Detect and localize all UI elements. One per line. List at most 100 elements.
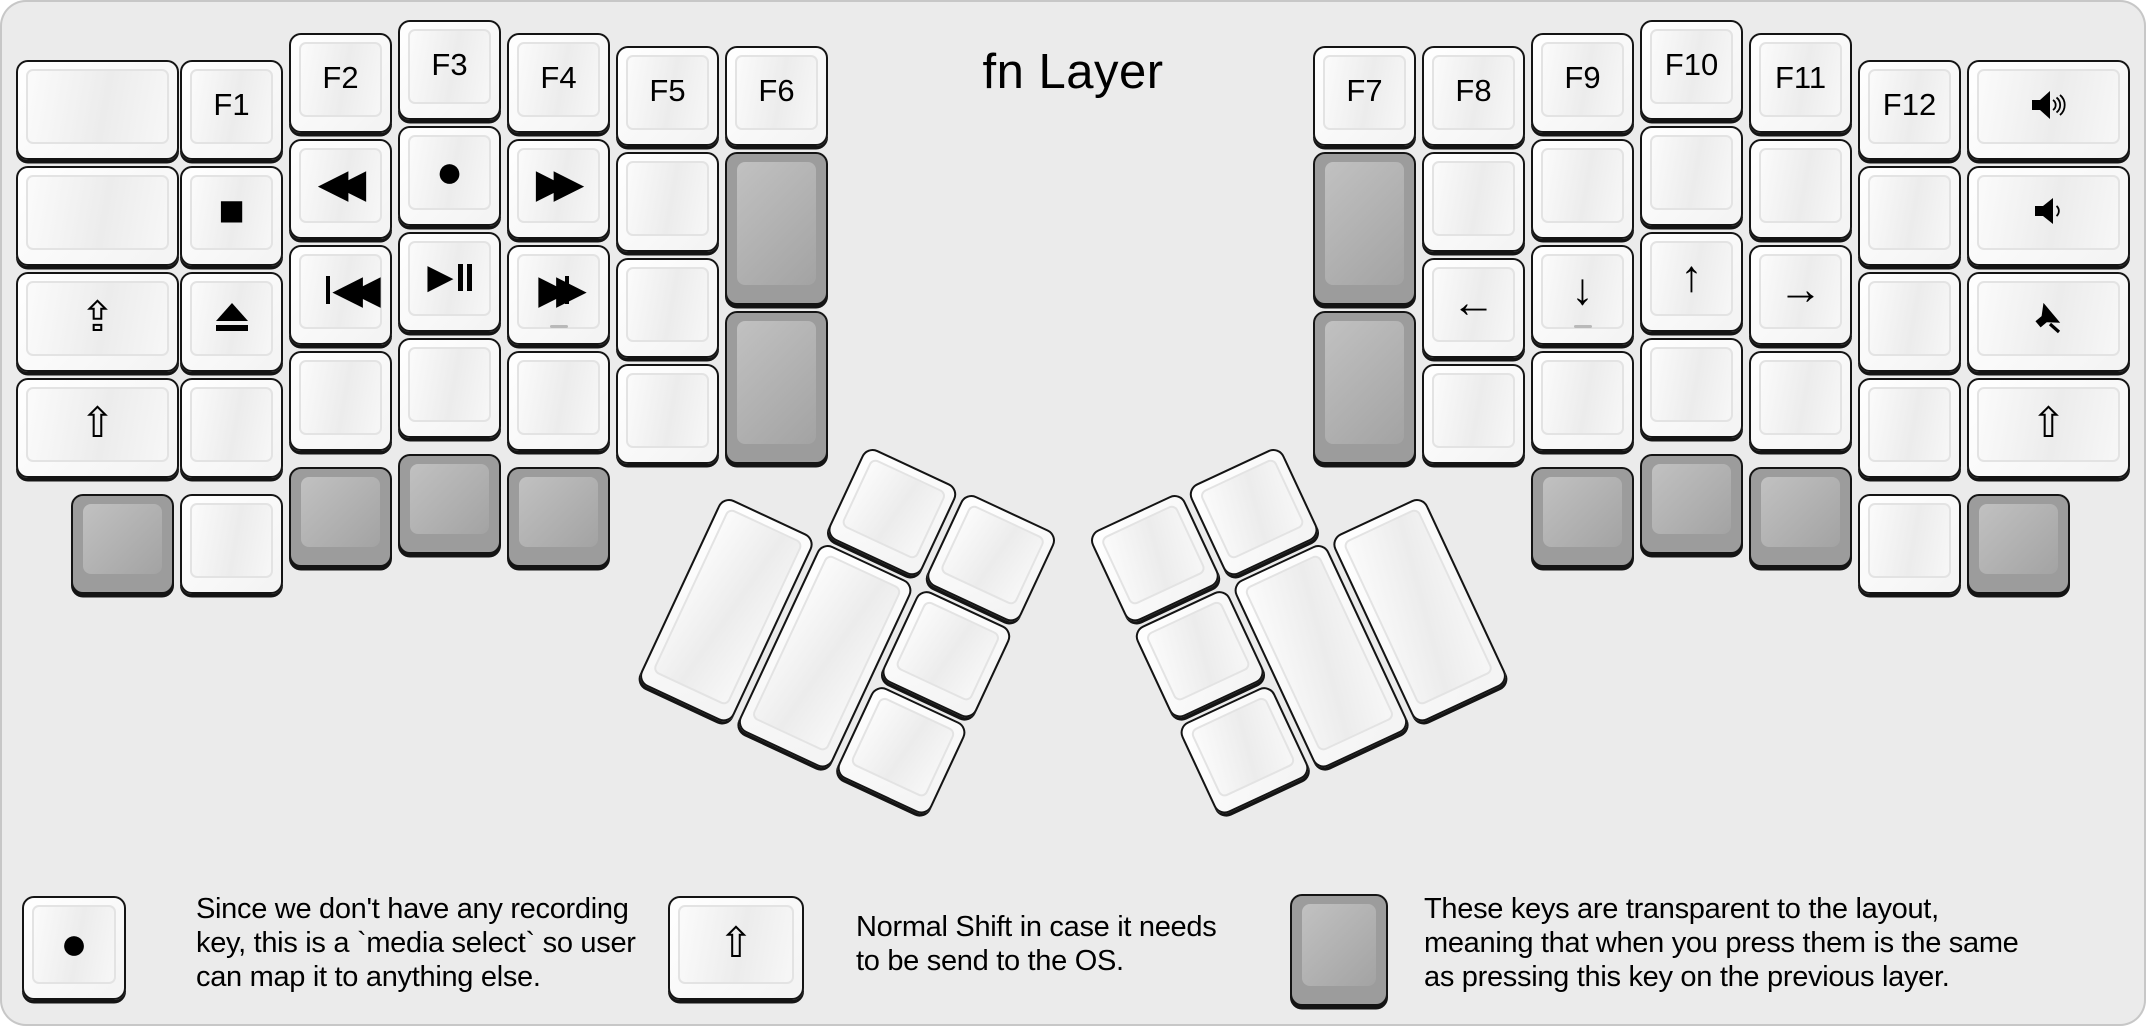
key-skip-back[interactable]: ◀◀: [289, 245, 392, 345]
key-play-pause[interactable]: ▶: [398, 232, 501, 332]
key-left-c1-r3[interactable]: [180, 378, 283, 478]
volume-down-icon: [2030, 195, 2068, 227]
shift-icon: ⇧: [718, 919, 754, 966]
key-f10-label: F10: [1664, 47, 1719, 82]
skip-forward-icon: ▶▶: [538, 268, 586, 312]
arrow-down-icon: ↓: [1571, 265, 1594, 314]
key-left-bottom-1[interactable]: [71, 494, 174, 594]
key-left-c5-r3[interactable]: [616, 364, 719, 464]
key-f4-label: F4: [540, 60, 577, 95]
skip-back-icon: ◀◀: [326, 270, 381, 310]
key-left-c5-r2[interactable]: [616, 258, 719, 358]
key-f6[interactable]: F6: [725, 46, 828, 146]
key-right-shift[interactable]: ⇧: [1967, 378, 2130, 478]
key-left-outer-r1[interactable]: [16, 60, 179, 160]
key-left-bottom-2[interactable]: [180, 494, 283, 594]
key-fast-forward[interactable]: ▶▶: [507, 139, 610, 239]
keycap-face: [1759, 148, 1842, 223]
keycap-face: [408, 135, 491, 210]
key-right-inner-tall-2[interactable]: [1313, 311, 1416, 464]
key-left-c4-r3[interactable]: [507, 351, 610, 451]
key-right-c10-r3[interactable]: [1640, 338, 1743, 438]
keycap-face: [1868, 281, 1951, 356]
key-right-bottom-4[interactable]: [1640, 454, 1743, 554]
keycap-face: [894, 599, 1002, 703]
keycap-face: [626, 55, 709, 130]
key-left-outer-r2[interactable]: [16, 166, 179, 266]
keycap-face: [517, 254, 600, 329]
key-left-inner-tall-1[interactable]: [725, 152, 828, 305]
key-skip-forward[interactable]: ▶▶: [507, 245, 610, 345]
eject-icon: [215, 303, 248, 331]
key-arrow-right[interactable]: →: [1749, 245, 1852, 345]
key-volume-down[interactable]: [1967, 166, 2130, 266]
key-right-c12-r1[interactable]: [1858, 166, 1961, 266]
key-right-c10-r1[interactable]: [1640, 126, 1743, 226]
key-f10[interactable]: F10: [1640, 20, 1743, 120]
key-left-bottom-4[interactable]: [398, 454, 501, 554]
key-f1[interactable]: F1: [180, 60, 283, 160]
key-right-bottom-5[interactable]: [1531, 467, 1634, 567]
key-f8[interactable]: F8: [1422, 46, 1525, 146]
key-left-bottom-5[interactable]: [507, 467, 610, 567]
key-right-c8-r1[interactable]: [1422, 152, 1525, 252]
arrow-left-icon: ←: [1451, 278, 1496, 327]
key-right-bottom-3[interactable]: [1749, 467, 1852, 567]
keycap-face: [1868, 69, 1951, 144]
keycap-face: [626, 267, 709, 342]
key-f7[interactable]: F7: [1313, 46, 1416, 146]
key-f12[interactable]: F12: [1858, 60, 1961, 160]
keycap-face: [849, 695, 957, 799]
keycap-face: [1541, 360, 1624, 435]
key-left-c3-r3[interactable]: [398, 338, 501, 438]
key-right-c9-r1[interactable]: [1531, 139, 1634, 239]
key-left-shift[interactable]: ⇧: [16, 378, 179, 478]
key-f9[interactable]: F9: [1531, 33, 1634, 133]
keycap-face: [190, 69, 273, 144]
key-right-c11-r1[interactable]: [1749, 139, 1852, 239]
key-right-bottom-1[interactable]: [1967, 494, 2070, 594]
caps-shift-icon: ⇪: [79, 293, 116, 340]
key-right-c12-r3[interactable]: [1858, 378, 1961, 478]
key-f4[interactable]: F4: [507, 33, 610, 133]
key-f2[interactable]: F2: [289, 33, 392, 133]
key-right-bottom-2[interactable]: [1858, 494, 1961, 594]
key-mute[interactable]: [1967, 272, 2130, 372]
key-right-c8-r3[interactable]: [1422, 364, 1525, 464]
keycap-face: [1868, 387, 1951, 462]
key-left-c5-r1[interactable]: [616, 152, 719, 252]
key-stop[interactable]: ■: [180, 166, 283, 266]
keycap-face: [410, 464, 489, 534]
key-right-inner-tall-1[interactable]: [1313, 152, 1416, 305]
keycap-face: [299, 360, 382, 435]
keycap-face: [517, 42, 600, 117]
keycap-face: [1541, 254, 1624, 329]
key-arrow-left[interactable]: ←: [1422, 258, 1525, 358]
keycap-face: [1432, 161, 1515, 236]
key-left-c2-r3[interactable]: [289, 351, 392, 451]
key-caps-shift[interactable]: ⇪: [16, 272, 179, 372]
key-f11[interactable]: F11: [1749, 33, 1852, 133]
legend-shift-key: ⇧: [668, 896, 804, 1000]
key-left-bottom-3[interactable]: [289, 467, 392, 567]
keycap-face: [1432, 267, 1515, 342]
key-right-c11-r3[interactable]: [1749, 351, 1852, 451]
shift-icon: ⇧: [79, 399, 116, 446]
key-rewind[interactable]: ◀◀: [289, 139, 392, 239]
key-left-inner-tall-2[interactable]: [725, 311, 828, 464]
key-eject[interactable]: [180, 272, 283, 372]
keycap-face: [626, 373, 709, 448]
key-right-c9-r3[interactable]: [1531, 351, 1634, 451]
key-arrow-down[interactable]: ↓: [1531, 245, 1634, 345]
key-right-c12-r2[interactable]: [1858, 272, 1961, 372]
key-volume-up[interactable]: [1967, 60, 2130, 160]
key-f3[interactable]: F3: [398, 20, 501, 120]
keycap-face: [1761, 477, 1840, 547]
key-record[interactable]: ●: [398, 126, 501, 226]
key-f5[interactable]: F5: [616, 46, 719, 146]
keycap-face: [1759, 42, 1842, 117]
key-arrow-up[interactable]: ↑: [1640, 232, 1743, 332]
keycap-face: [1099, 503, 1207, 607]
